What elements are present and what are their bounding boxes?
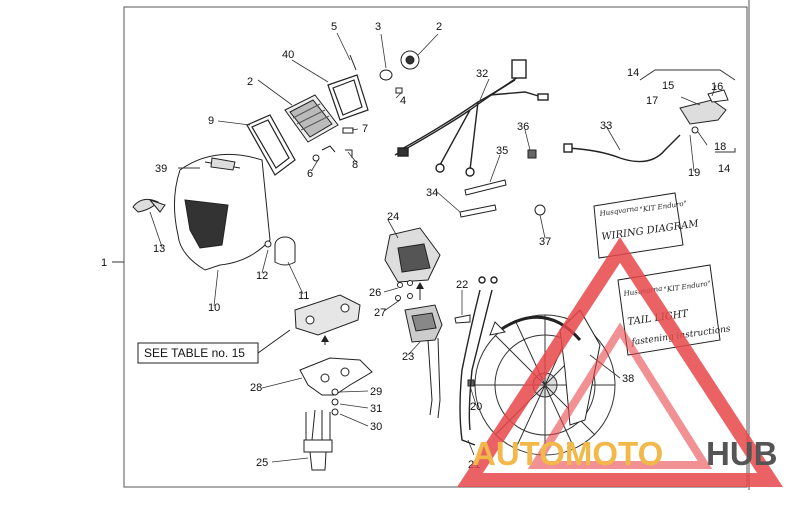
callout-2b: 2: [247, 76, 253, 88]
callout-24: 24: [387, 211, 399, 223]
bracket-22: [454, 314, 471, 324]
leader-lines: [149, 32, 717, 463]
callout-26: 26: [369, 287, 381, 299]
rods: [459, 179, 507, 218]
callout-37: 37: [539, 236, 551, 248]
bulb-socket: [379, 50, 420, 81]
headlight-rim: [246, 114, 296, 176]
callout-18: 18: [714, 141, 726, 153]
instrument-cover: [384, 227, 441, 283]
wiring-diagram-card: Husqvarna "KIT Enduro" WIRING DIAGRAM: [593, 192, 700, 259]
callout-27: 27: [374, 307, 386, 319]
callout-28: 28: [250, 382, 262, 394]
clip-13: [132, 198, 166, 213]
callout-17: 17: [646, 95, 658, 107]
callout-34: 34: [426, 187, 438, 199]
table-note: SEE TABLE no. 15: [144, 346, 245, 360]
callout-14b: 14: [718, 163, 730, 175]
callout-13: 13: [153, 243, 165, 255]
front-wheel: [474, 314, 616, 456]
arrow-head-clamp: [321, 335, 329, 342]
speedo-cable: [459, 276, 498, 446]
headlight-gasket: [327, 74, 369, 121]
callout-23: 23: [402, 351, 414, 363]
callout-9: 9: [208, 115, 214, 127]
watermark-logo: [457, 237, 783, 487]
callout-3: 3: [375, 21, 381, 33]
routing-arrow-head: [489, 321, 507, 336]
connector-25: [303, 409, 333, 471]
watermark-inner-triangle: [527, 322, 713, 469]
watermark-text-automoto: AUTOMOTO: [472, 435, 663, 472]
small-screws: [395, 280, 413, 301]
callout-15: 15: [662, 80, 674, 92]
callout-25: 25: [256, 457, 268, 469]
callout-5: 5: [331, 21, 337, 33]
callout-30: 30: [370, 421, 382, 433]
callout-33: 33: [600, 120, 612, 132]
watermark-text-hub: HUB: [706, 435, 778, 472]
wiring-harness: [394, 59, 549, 177]
callout-38: 38: [622, 373, 634, 385]
callout-19: 19: [688, 167, 700, 179]
callout-40: 40: [282, 49, 294, 61]
tail-light: [679, 89, 729, 134]
callout-2a: 2: [436, 21, 442, 33]
washers: [331, 388, 339, 416]
callout-20: 20: [470, 401, 482, 413]
diagram-frame: [123, 6, 748, 488]
callout-32: 32: [476, 68, 488, 80]
tail-light-wire: [563, 134, 681, 163]
bracket-14-bottom: [715, 148, 736, 153]
callout-31: 31: [370, 403, 382, 415]
callout-29: 29: [370, 386, 382, 398]
callout-36: 36: [517, 121, 529, 133]
callout-8: 8: [352, 159, 358, 171]
bracket-14-top: [639, 69, 736, 81]
instrument-bracket-28: [299, 357, 373, 396]
headlight-cowl: [173, 153, 271, 271]
callout-39: 39: [155, 163, 167, 175]
arrow-head-24: [416, 282, 424, 289]
table-note-leader: [257, 329, 291, 354]
watermark-triangle: [457, 237, 783, 487]
callout-1: 1: [101, 257, 107, 269]
callout-10: 10: [208, 302, 220, 314]
speedometer: [404, 304, 443, 419]
callout-7: 7: [362, 123, 368, 135]
callout-4: 4: [400, 95, 406, 107]
guide-11: [264, 236, 296, 266]
callout-6: 6: [307, 168, 313, 180]
callout-14a: 14: [627, 67, 639, 79]
callout-35: 35: [496, 145, 508, 157]
headlight-unit: [284, 94, 339, 143]
callout-22: 22: [456, 279, 468, 291]
handlebar-clamp: [294, 294, 361, 336]
callout-11: 11: [298, 290, 309, 302]
callout-16: 16: [711, 81, 723, 93]
callout-12: 12: [256, 270, 268, 282]
